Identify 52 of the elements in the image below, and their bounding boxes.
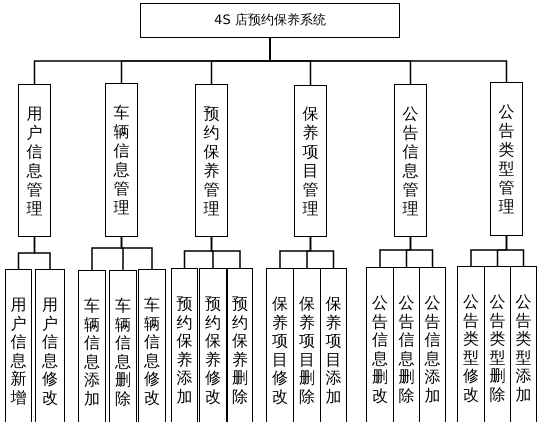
connector-line [34,237,51,269]
module-label: 保养项目修改 [272,295,288,406]
module-box [18,84,51,237]
module-box [294,85,327,237]
module-label: 保养项目删除 [299,295,315,406]
module-box [138,269,166,422]
module-box [171,268,198,422]
module-box [140,3,400,38]
module-box [320,268,347,422]
module-box [195,84,228,237]
module-label: 车辆信息添加 [84,297,100,408]
module-label: 公告信息添加 [424,294,440,405]
module-box [227,268,253,422]
module-label: 预约保养修改 [205,295,221,406]
module-box [5,269,32,422]
connector-line [269,38,508,82]
connector-line [410,237,434,267]
module-box [109,270,137,422]
module-label: 公告类型删除 [490,293,506,404]
module-label: 公告信息删除 [398,294,414,405]
module-label: 用户信息管理 [26,104,42,218]
module-box [199,268,227,422]
module-label: 公告类型修改 [463,293,479,404]
module-label: 公告类型添加 [516,293,532,404]
module-label: 用户信息修改 [42,296,58,407]
module-label: 预约保养删除 [232,295,248,406]
module-label: 公告信息管理 [402,104,418,218]
module-box [394,84,427,237]
module-label: 用户信息新增 [10,296,26,407]
module-box [490,82,523,236]
module-label: 预约保养添加 [176,295,192,406]
module-box [78,270,106,422]
module-label: 4S 店预约保养系统 [214,12,326,30]
module-box [35,269,65,422]
module-box [457,266,485,422]
module-box [105,83,138,237]
module-box [419,267,446,422]
module-label: 保养项目管理 [302,104,318,218]
connector-line [120,237,153,269]
connector-line [210,237,241,268]
module-box [510,266,537,422]
module-label: 保养项目添加 [326,295,342,406]
connector-line [506,236,524,266]
connector-line [310,237,334,268]
module-label: 预约保养管理 [204,104,220,218]
module-label: 车辆信息修改 [144,296,160,407]
module-label: 公告类型管理 [498,102,514,216]
module-label: 公告信息删改 [372,294,388,405]
module-box [366,267,394,422]
module-label: 车辆信息管理 [114,103,130,217]
module-box [266,268,294,422]
module-label: 车辆信息删除 [115,297,131,408]
